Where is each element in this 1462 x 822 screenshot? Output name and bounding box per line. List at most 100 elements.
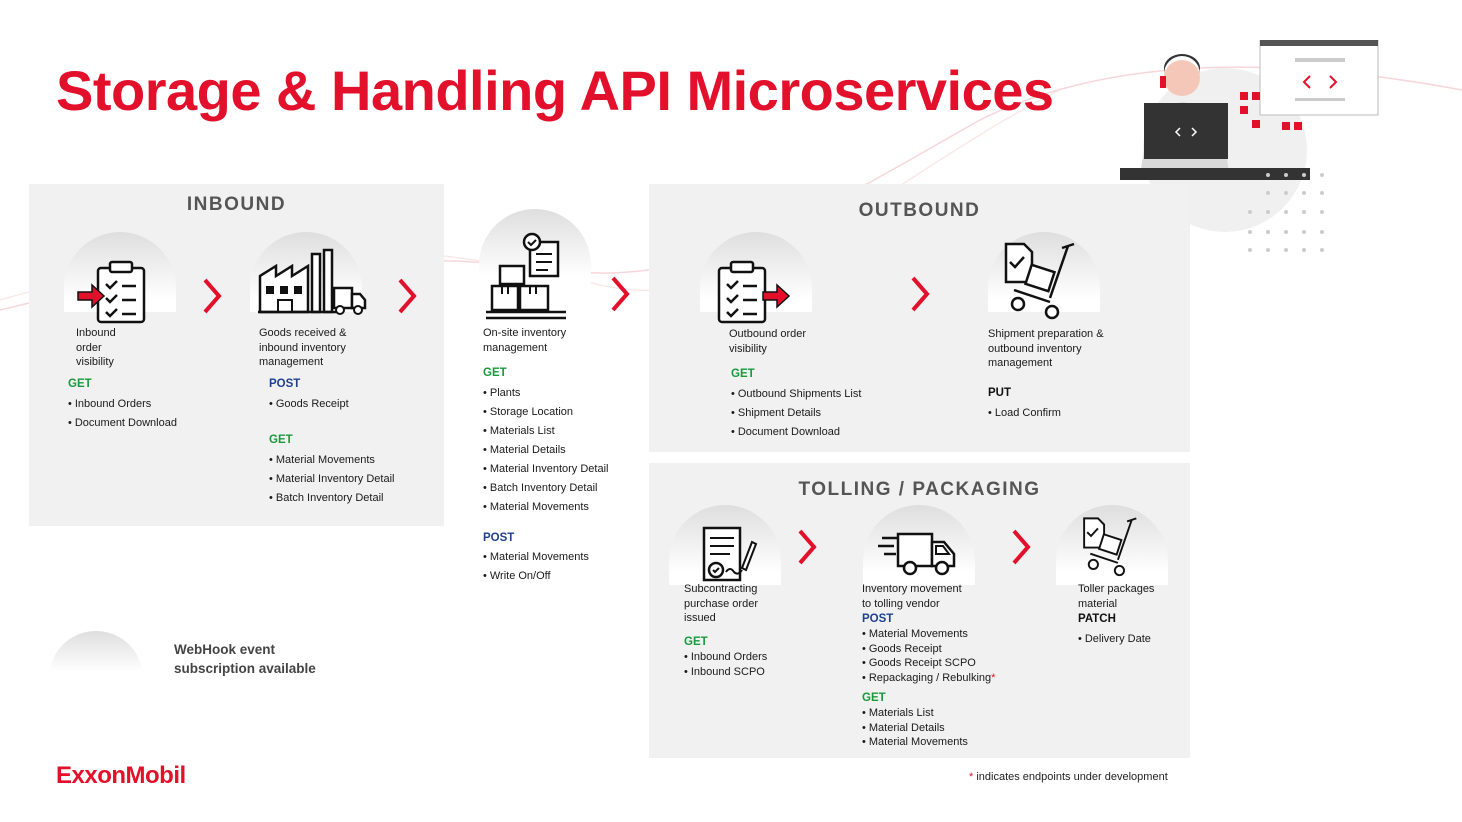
endpoint-item: Batch Inventory Detail bbox=[483, 479, 608, 498]
clipboard-in-icon bbox=[77, 260, 146, 324]
endpoint-item: Goods Receipt SCPO bbox=[862, 656, 995, 671]
caption-line: management bbox=[988, 357, 1053, 369]
post-label: POST bbox=[483, 532, 515, 544]
endpoint-list: Material Movements Goods Receipt Goods R… bbox=[862, 627, 996, 686]
get-label: GET bbox=[269, 434, 293, 446]
endpoint-item: Load Confirm bbox=[988, 404, 1061, 423]
endpoint-item: Material Movements bbox=[862, 627, 995, 642]
endpoint-item: Repackaging / Rebulking* bbox=[862, 671, 996, 686]
endpoint-item: Shipment Details bbox=[731, 404, 861, 423]
get-label: GET bbox=[684, 636, 708, 648]
under-development-marker: * bbox=[991, 671, 996, 684]
inbound-title: INBOUND bbox=[186, 194, 287, 215]
endpoint-item: Materials List bbox=[483, 422, 608, 441]
endpoint-label: Repackaging / Rebulking bbox=[868, 671, 992, 684]
endpoint-item: Write On/Off bbox=[483, 567, 589, 586]
endpoint-item: Materials List bbox=[862, 706, 968, 721]
endpoint-item: Material Movements bbox=[862, 735, 968, 750]
tolling-step3-caption: Toller packages material bbox=[1078, 582, 1154, 611]
endpoint-item: Inbound Orders bbox=[68, 395, 177, 414]
endpoint-list: Delivery Date bbox=[1078, 630, 1151, 649]
put-label: PUT bbox=[988, 387, 1011, 399]
caption-line: Inventory movement bbox=[862, 583, 962, 595]
endpoint-item: Goods Receipt bbox=[269, 395, 349, 414]
endpoint-item: Material Inventory Detail bbox=[269, 470, 395, 489]
endpoint-item: Material Inventory Detail bbox=[483, 460, 609, 479]
caption-line: visibility bbox=[729, 342, 767, 355]
chevron-right-icon bbox=[911, 276, 930, 312]
caption-line: Goods received & bbox=[259, 327, 347, 339]
caption-line: visibility bbox=[76, 356, 114, 368]
chevron-right-icon bbox=[1012, 529, 1031, 565]
outbound-step2-caption: Shipment preparation & outbound inventor… bbox=[988, 327, 1104, 371]
delivery-truck-icon bbox=[878, 532, 956, 576]
caption-line: On-site inventory bbox=[483, 327, 567, 339]
footnote-text: indicates endpoints under development bbox=[973, 771, 1168, 783]
legend-line: WebHook event bbox=[174, 642, 276, 657]
endpoint-list: Material Movements Write On/Off bbox=[483, 548, 589, 586]
chevron-right-icon bbox=[398, 278, 417, 314]
caption-line: outbound inventory bbox=[988, 342, 1082, 355]
caption-line: issued bbox=[684, 612, 716, 624]
signed-document-icon bbox=[702, 526, 758, 582]
tolling-step2-caption: Inventory movement to tolling vendor bbox=[862, 582, 962, 611]
endpoint-list: Load Confirm bbox=[988, 404, 1061, 423]
outbound-title: OUTBOUND bbox=[858, 200, 981, 221]
endpoint-item: Outbound Shipments List bbox=[731, 385, 862, 404]
chevron-right-icon bbox=[203, 278, 222, 314]
post-label: POST bbox=[862, 613, 894, 625]
endpoint-item: Plants bbox=[483, 384, 608, 403]
factory-icon bbox=[258, 248, 367, 315]
caption-line: material bbox=[1078, 597, 1118, 610]
hand-truck-icon bbox=[1083, 517, 1137, 577]
caption-line: order bbox=[76, 341, 102, 354]
legend-line: subscription available bbox=[174, 661, 316, 676]
tolling-step1-caption: Subcontracting purchase order issued bbox=[684, 582, 758, 626]
chevron-right-icon bbox=[611, 276, 630, 312]
caption-line: Subcontracting bbox=[684, 583, 758, 595]
footnote-asterisk: * bbox=[969, 771, 974, 783]
caption-line: management bbox=[259, 356, 324, 368]
clipboard-out-icon bbox=[717, 260, 791, 324]
endpoint-list: Material Movements Material Inventory De… bbox=[269, 451, 395, 508]
webhook-legend-text: WebHook event subscription available bbox=[174, 640, 316, 678]
endpoint-item: Goods Receipt bbox=[862, 642, 995, 657]
patch-label: PATCH bbox=[1078, 613, 1116, 625]
get-label: GET bbox=[483, 367, 507, 379]
endpoint-item: Inbound SCPO bbox=[684, 665, 767, 680]
endpoint-item: Inbound Orders bbox=[684, 650, 767, 665]
endpoint-item: Material Movements bbox=[483, 548, 589, 567]
endpoint-list: Outbound Shipments List Shipment Details… bbox=[731, 385, 862, 442]
post-label: POST bbox=[269, 378, 301, 390]
hand-truck-icon bbox=[1004, 242, 1075, 320]
caption-line: to tolling vendor bbox=[862, 597, 940, 610]
endpoint-list: Plants Storage Location Materials List M… bbox=[483, 384, 609, 517]
endpoint-item: Material Details bbox=[862, 721, 968, 736]
endpoint-list: Inbound Orders Document Download bbox=[68, 395, 177, 433]
endpoint-item: Material Movements bbox=[483, 498, 608, 517]
endpoint-item: Material Movements bbox=[269, 451, 394, 470]
chevron-right-icon bbox=[798, 529, 817, 565]
tolling-title: TOLLING / PACKAGING bbox=[798, 479, 1041, 500]
footnote: * indicates endpoints under development bbox=[969, 771, 1168, 783]
get-label: GET bbox=[731, 368, 755, 380]
endpoint-item: Document Download bbox=[68, 414, 177, 433]
get-label: GET bbox=[862, 692, 886, 704]
caption-line: Shipment preparation & bbox=[988, 328, 1104, 340]
caption-line: purchase order bbox=[684, 597, 758, 610]
endpoint-list: Materials List Material Details Material… bbox=[862, 706, 968, 750]
get-label: GET bbox=[68, 378, 92, 390]
outbound-step1-caption: Outbound order visibility bbox=[729, 327, 806, 356]
exxonmobil-logo: ExxonMobil bbox=[56, 762, 186, 789]
endpoint-item: Delivery Date bbox=[1078, 630, 1151, 649]
warehouse-boxes-icon bbox=[486, 232, 566, 320]
page-title: Storage & Handling API Microservices bbox=[56, 59, 1054, 122]
endpoint-item: Document Download bbox=[731, 423, 861, 442]
caption-line: management bbox=[483, 341, 548, 354]
inbound-step2-caption: Goods received & inbound inventory manag… bbox=[259, 326, 346, 370]
endpoint-list: Goods Receipt bbox=[269, 395, 349, 414]
inbound-step1-caption: Inbound order visibility bbox=[76, 326, 116, 370]
endpoint-item: Batch Inventory Detail bbox=[269, 489, 394, 508]
endpoint-item: Storage Location bbox=[483, 403, 608, 422]
endpoint-list: Inbound Orders Inbound SCPO bbox=[684, 650, 767, 679]
